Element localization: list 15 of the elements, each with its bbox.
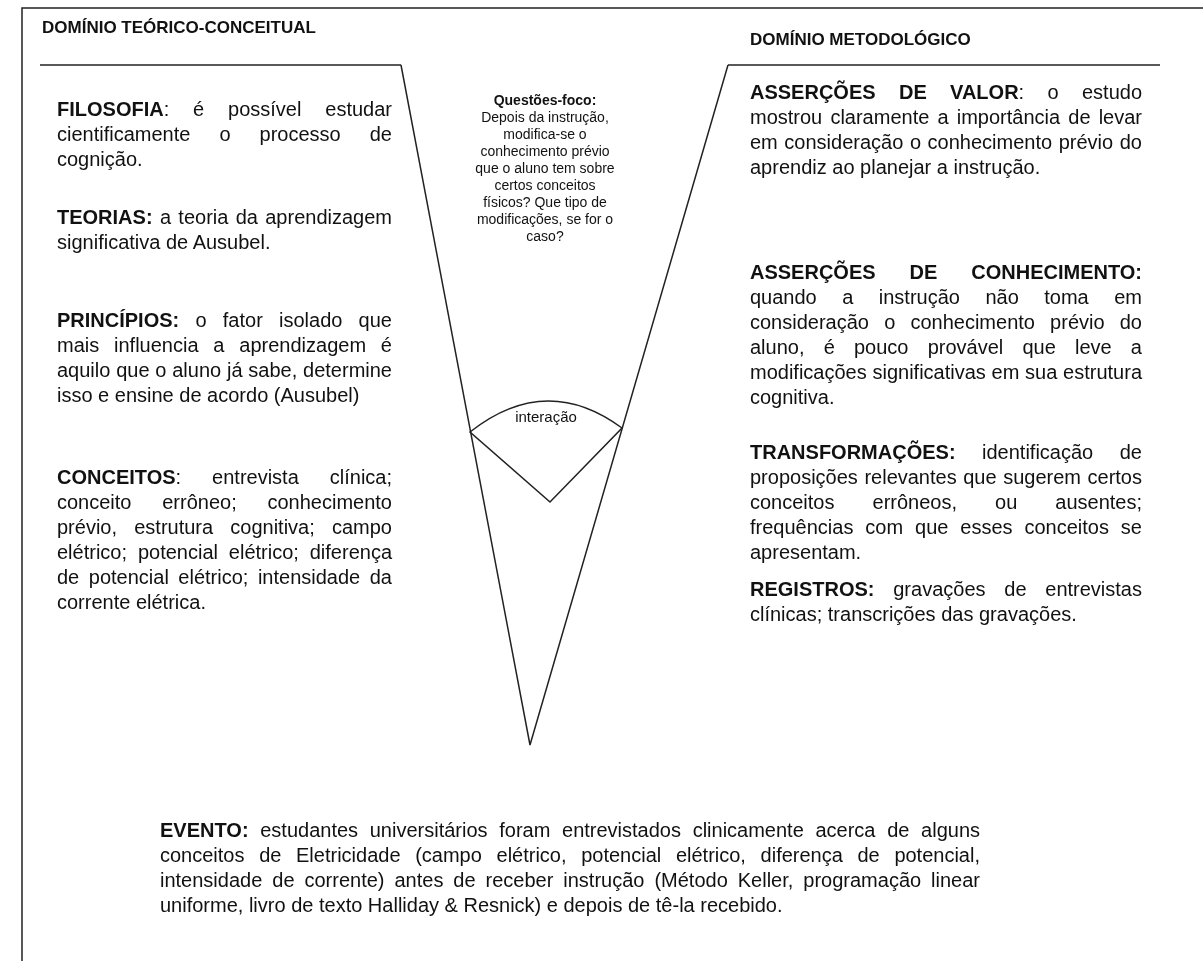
- sector-label: interação: [514, 408, 578, 425]
- paragraph: CONCEITOS: entrevista clínica; conceito errôneo; conhecimento prévio, estrutura cognitiva; campo elétrico; potencial elétrico; diferença de potencial elétrico; intensidade da corrente elétrica.: [57, 465, 392, 615]
- vee-shape: [400, 64, 730, 748]
- domain-heading: DOMÍNIO TEÓRICO-CONCEITUAL: [42, 18, 316, 38]
- paragraph: FILOSOFIA: é possível estudar cientificamente o processo de cognição.: [57, 97, 392, 172]
- paragraph: REGISTROS: gravações de entrevistas clínicas; transcrições das gravações.: [750, 577, 1142, 627]
- focus-question: Depois da instrução, modifica-se o conhecimento prévio que o aluno tem sobre certos conceitos físicos? Que tipo de modificações, se for o caso?: [475, 109, 615, 245]
- paragraph: ASSERÇÕES DE CONHECIMENTO: quando a instrução não toma em consideração o conhecimento prévio do aluno, é pouco provável que leve a modificações significativas em sua estrutura cognitiva.: [750, 260, 1142, 410]
- paragraph: TRANSFORMAÇÕES: identificação de proposições relevantes que sugerem certos conceitos errôneos, ou ausentes; frequências com que esses conceitos se apresentam.: [750, 440, 1142, 565]
- question-heading: Questões-foco:: [492, 92, 598, 109]
- domain-heading: DOMÍNIO METODOLÓGICO: [750, 30, 971, 50]
- paragraph: ASSERÇÕES DE VALOR: o estudo mostrou claramente a importância de levar em consideração o conhecimento prévio do aprendiz ao planejar a instrução.: [750, 80, 1142, 180]
- paragraph: TEORIAS: a teoria da aprendizagem significativa de Ausubel.: [57, 205, 392, 255]
- paragraph: PRINCÍPIOS: o fator isolado que mais influencia a aprendizagem é aquilo que o aluno já sabe, determine isso e ensine de acordo (Ausubel): [57, 308, 392, 408]
- paragraph: EVENTO: estudantes universitários foram entrevistados clinicamente acerca de alguns conceitos de Eletricidade (campo elétrico, potencial elétrico, diferença de potencial, intensidade de corrente) antes de receber instrução (Método Keller, programação linear uniforme, livro de texto Halliday & Resnick) e depois de tê-la recebido.: [160, 818, 980, 918]
